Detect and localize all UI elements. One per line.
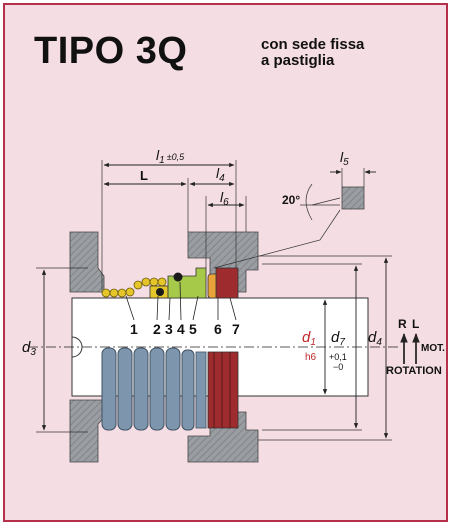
label-L: L	[140, 168, 148, 183]
extension-lines	[36, 160, 392, 441]
label-l1: l1±0,5	[156, 147, 185, 166]
page-title: TIPO 3Q	[34, 30, 188, 72]
page-subtitle: con sede fissa a pastiglia	[261, 37, 364, 69]
label-d1: d1	[302, 329, 316, 348]
rotation-r-label: R	[398, 317, 407, 331]
rotation-word: ROTATION	[386, 365, 442, 377]
label-l6: l6	[220, 189, 229, 208]
label-d3: d3	[22, 339, 36, 358]
right-housing	[187, 186, 365, 463]
part-number-4: 4	[177, 321, 185, 337]
rotation-l-label: L	[412, 317, 419, 331]
subtitle-line-2: a pastiglia	[261, 52, 335, 69]
label-l5: l5	[340, 149, 349, 168]
part-number-3: 3	[165, 321, 173, 337]
rotation-mot-label: MOT.	[421, 343, 445, 354]
label-angle: 20°	[282, 193, 300, 207]
label-d7-tol-minus: −0	[333, 362, 343, 372]
part-number-1: 1	[130, 321, 138, 337]
label-d1-fit: h6	[305, 352, 317, 363]
label-l4: l4	[216, 165, 225, 184]
part-number-labels: 1 2 3 4 5 6 7	[130, 321, 240, 337]
part-number-5: 5	[189, 321, 197, 337]
spring	[101, 347, 195, 431]
label-d4: d4	[368, 329, 382, 348]
subtitle-line-1: con sede fissa	[261, 36, 365, 53]
label-d7-tol-plus: +0,1	[329, 352, 347, 362]
label-d7: d7	[331, 329, 345, 348]
rotation-legend: R L MOT. ROTATION	[386, 317, 445, 377]
upper-coils	[101, 277, 167, 298]
part-number-7: 7	[232, 321, 240, 337]
part-number-6: 6	[214, 321, 222, 337]
dimension-labels: l1±0,5 L l4 l6 l5 20° d3 d1 h6 d7 +0,1 −…	[22, 147, 382, 372]
part-leaders	[125, 281, 237, 321]
part-number-2: 2	[153, 321, 161, 337]
left-housing	[69, 231, 105, 463]
seal-assembly	[149, 267, 239, 429]
dimension-lines	[41, 162, 389, 439]
